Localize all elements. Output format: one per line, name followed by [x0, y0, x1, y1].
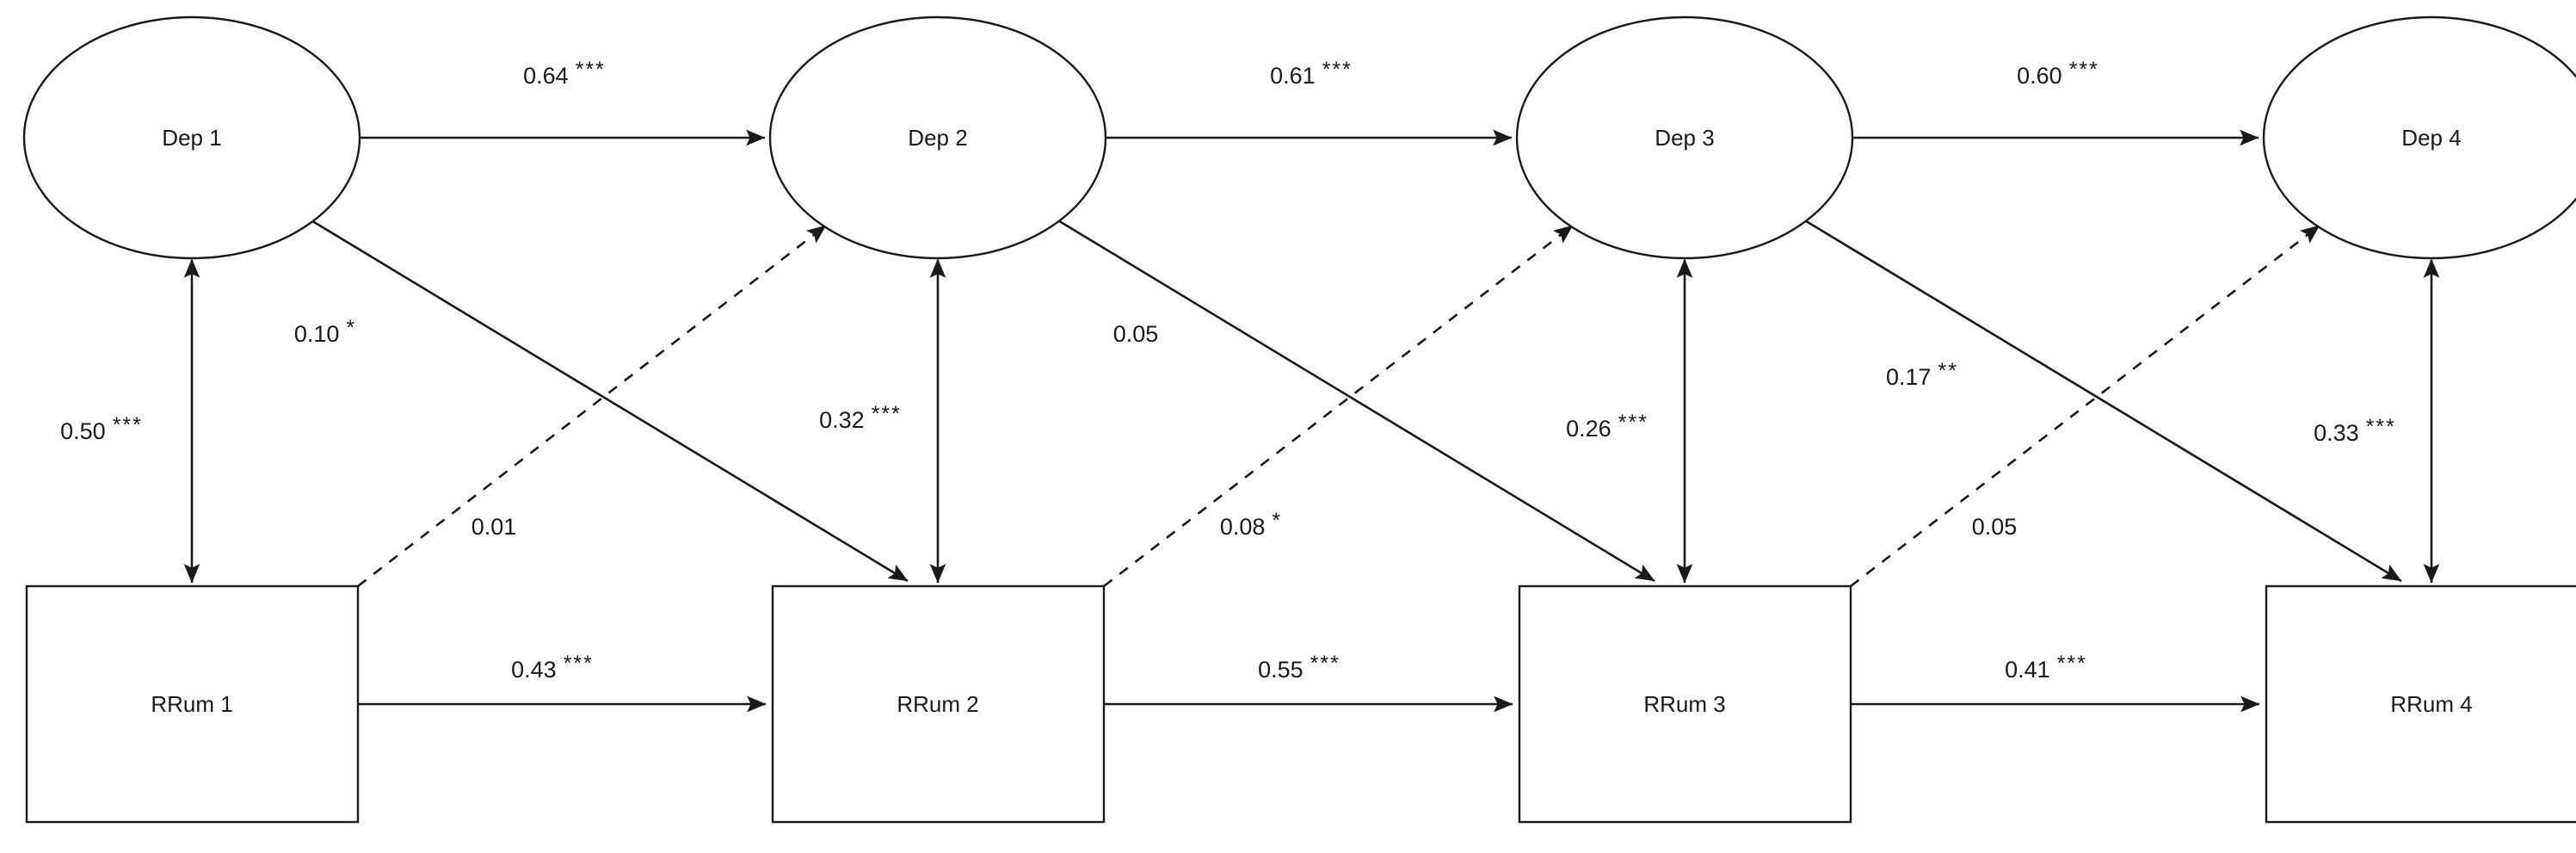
dep1-label: Dep 1 [162, 125, 221, 151]
edge-label-group: 0.64*** 0.61*** 0.60*** 0.43*** 0.55*** … [60, 58, 2396, 683]
rrum3-rect [1518, 584, 1852, 824]
edge-label-dep3-rrum4: 0.17** [1886, 359, 1958, 391]
edge-dep3-rrum4 [1803, 218, 2402, 583]
edge-label-dep1-rrum1-covariance: 0.50*** [60, 413, 143, 445]
edge-rrum3-dep4 [1850, 224, 2320, 588]
edge-label-rrum1-rrum2: 0.43*** [511, 652, 594, 683]
dep4-ellipse [2262, 15, 2576, 260]
edge-group-rrum-to-dep-crosslag [357, 224, 2320, 588]
dep3-ellipse [1515, 15, 1854, 260]
node-dep1[interactable]: Dep 1 [22, 15, 361, 260]
node-dep4[interactable]: Dep 4 [2262, 15, 2576, 260]
edge-label-dep2-rrum3: 0.08* [1220, 509, 1282, 541]
node-dep2[interactable]: Dep 2 [768, 15, 1107, 260]
rrum4-rect [2265, 584, 2576, 824]
edge-group-dep-to-rrum-crosslag [309, 218, 2402, 583]
edge-rrum1-dep2 [357, 224, 827, 588]
edge-label-dep2-dep3: 0.61*** [1270, 58, 1353, 90]
edge-group-correlations [183, 258, 2440, 584]
dep2-ellipse [768, 15, 1107, 260]
rrum2-rect [771, 584, 1106, 824]
node-dep3[interactable]: Dep 3 [1515, 15, 1854, 260]
edge-label-dep2-rrum2-covariance: 0.32*** [819, 402, 902, 434]
edge-dep2-rrum3 [1056, 218, 1655, 583]
edge-label-rrum1-dep2: 0.01 [471, 514, 517, 540]
node-rrum1[interactable]: RRum 1 [25, 584, 360, 824]
edge-label-rrum3-dep4: 0.05 [1972, 514, 2018, 540]
edge-label-dep4-rrum4-covariance: 0.33*** [2314, 415, 2396, 447]
edge-label-dep1-dep2: 0.64*** [523, 58, 606, 90]
edge-label-rrum2-rrum3: 0.55*** [1258, 652, 1340, 683]
dep3-label: Dep 3 [1655, 125, 1714, 151]
edge-label-rrum2-dep3: 0.05 [1113, 321, 1159, 347]
edge-dep1-rrum2 [309, 218, 909, 583]
rrum1-rect [25, 584, 360, 824]
node-rrum3[interactable]: RRum 3 [1518, 584, 1852, 824]
rrum1-label: RRum 1 [151, 691, 232, 717]
edge-rrum2-dep3 [1103, 224, 1574, 588]
edge-label-dep3-rrum3-covariance: 0.26*** [1566, 411, 1649, 442]
edge-label-dep3-dep4: 0.60*** [2017, 58, 2099, 90]
edge-label-rrum3-rrum4: 0.41*** [2005, 652, 2087, 683]
rrum4-label: RRum 4 [2390, 691, 2472, 717]
dep1-ellipse [22, 15, 361, 260]
node-rrum2[interactable]: RRum 2 [771, 584, 1106, 824]
edge-label-dep1-rrum2: 0.10* [294, 316, 356, 348]
node-rrum4[interactable]: RRum 4 [2265, 584, 2576, 824]
dep2-label: Dep 2 [908, 125, 967, 151]
dep4-label: Dep 4 [2401, 125, 2461, 151]
rrum3-label: RRum 3 [1643, 691, 1725, 717]
rrum2-label: RRum 2 [897, 691, 978, 717]
